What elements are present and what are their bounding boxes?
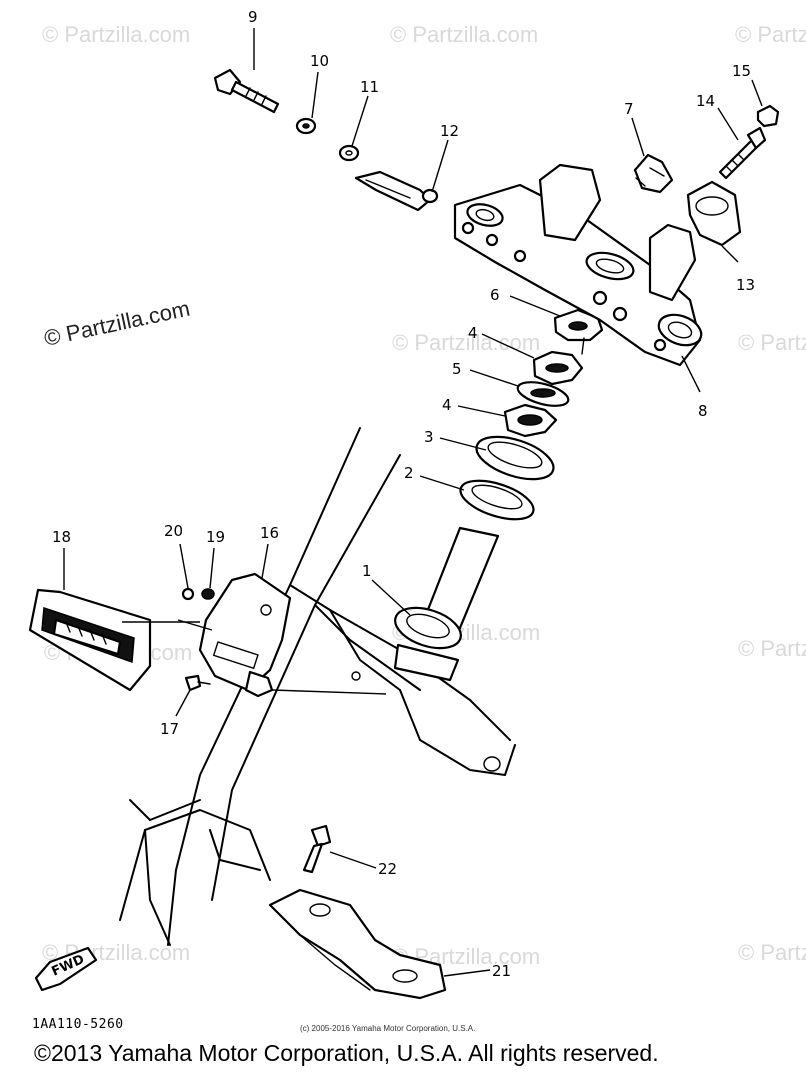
- watermarks: © Partzilla.com © Partzilla.com © Partzi…: [42, 22, 806, 969]
- callout-11: 11: [360, 78, 379, 96]
- callout-6: 6: [490, 286, 500, 304]
- callout-7: 7: [624, 100, 634, 118]
- small-copyright: (c) 2005-2016 Yamaha Motor Corporation, …: [300, 1024, 476, 1033]
- cable-guide: [354, 170, 432, 212]
- callout-4-upper: 4: [468, 324, 478, 342]
- main-copyright: ©2013 Yamaha Motor Corporation, U.S.A. A…: [34, 1040, 659, 1066]
- watermark: © Partzilla.com: [392, 330, 540, 355]
- callout-22: 22: [378, 860, 397, 878]
- steering-cap: [633, 153, 674, 194]
- callout-10: 10: [310, 52, 329, 70]
- callout-8: 8: [698, 402, 708, 420]
- bearing-upper: [475, 435, 555, 481]
- watermark: © Partzilla.com: [738, 636, 806, 661]
- watermark: © Partzilla.com: [738, 330, 806, 355]
- callout-14: 14: [696, 92, 715, 110]
- callout-19: 19: [206, 528, 225, 546]
- bracket-16: [198, 572, 292, 698]
- callout-9: 9: [248, 8, 258, 26]
- watermark: © Partzilla.com: [390, 22, 538, 47]
- callout-20: 20: [164, 522, 183, 540]
- callout-3: 3: [424, 428, 434, 446]
- upper-bracket: [453, 163, 703, 367]
- bolt-14: [718, 126, 767, 180]
- washer-11: [338, 144, 360, 162]
- leader-lines: [63, 28, 763, 977]
- handlebar-holder: [686, 180, 742, 247]
- callout-18: 18: [52, 528, 71, 546]
- clamp-12: [421, 188, 439, 204]
- callout-15: 15: [732, 62, 751, 80]
- frame-outline: [119, 427, 516, 946]
- callout-12: 12: [440, 122, 459, 140]
- lock-washer: [516, 381, 570, 407]
- callout-21: 21: [492, 962, 511, 980]
- rivet-19: [201, 588, 215, 600]
- callout-17: 17: [160, 720, 179, 738]
- ring-nut-lower: [503, 403, 558, 438]
- washer-20: [181, 587, 195, 601]
- nut-15: [756, 104, 780, 128]
- stem-nut: [553, 308, 604, 355]
- watermark: © Partzilla.com: [735, 22, 806, 47]
- bearing-lower: [459, 479, 535, 521]
- callout-16: 16: [260, 524, 279, 542]
- callout-labels: 9 10 11 12 7 14 15 13 8 6 4 5 4 3 2 1 18…: [52, 8, 755, 980]
- under-bracket-21: [268, 888, 447, 1000]
- watermark: © Partzilla.com: [42, 296, 192, 351]
- callout-13: 13: [736, 276, 755, 294]
- watermark: © Partzilla.com: [738, 940, 806, 965]
- ring-nut-upper: [532, 350, 584, 386]
- callout-1: 1: [362, 562, 372, 580]
- emblem-plate-18: [28, 588, 152, 692]
- diagram-code: 1AA110-5260: [32, 1017, 124, 1032]
- washer-10: [295, 117, 317, 135]
- watermark: © Partzilla.com: [42, 22, 190, 47]
- callout-5: 5: [452, 360, 462, 378]
- callout-2: 2: [404, 464, 414, 482]
- callout-4-lower: 4: [442, 396, 452, 414]
- bolt-9: [213, 68, 280, 114]
- steering-stem: [393, 526, 500, 682]
- screw-17: [184, 674, 211, 692]
- bolt-22: [302, 824, 332, 874]
